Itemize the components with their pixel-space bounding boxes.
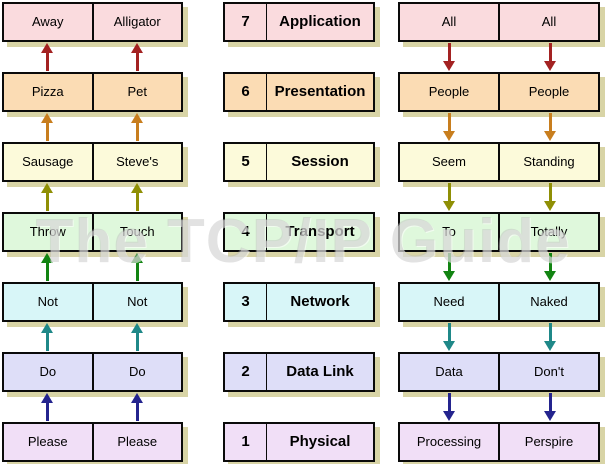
mnemonic-cell: Seem [432,154,466,169]
mnemonic-cell: Please [27,434,68,449]
mnemonic-cell: Totally [498,214,598,250]
left-mnemonic-row-6: Pizza Pet [2,72,183,112]
left-mnemonic-row-1: Please Please [2,422,183,462]
mnemonic-cell: Need [433,294,465,309]
down-arrow-icon [544,323,556,351]
down-arrow-icon [443,113,455,141]
up-arrow-icon [41,253,53,281]
mnemonic-cell: Standing [498,144,598,180]
layer-number: 2 [241,363,250,380]
down-arrow-icon [544,43,556,71]
left-mnemonic-row-7: Away Alligator [2,2,183,42]
mnemonic-cell: Data [435,364,463,379]
mnemonic-cell: Pet [91,74,182,110]
mnemonic-cell: Pizza [31,84,64,99]
down-arrow-icon [544,183,556,211]
mnemonic-cell: To [442,224,456,239]
mnemonic-cell: Do [91,354,182,390]
down-arrow-icon [544,393,556,421]
right-mnemonic-row-2: Data Don't [398,352,600,392]
mnemonic-cell: People [428,84,470,99]
mnemonic-cell: Away [31,14,64,29]
left-mnemonic-row-3: Not Not [2,282,183,322]
up-arrow-icon [131,183,143,211]
mnemonic-cell: Throw [29,224,66,239]
mnemonic-cell: Not [37,294,58,309]
up-arrow-icon [131,253,143,281]
mnemonic-cell: All [498,4,598,40]
right-mnemonic-row-5: Seem Standing [398,142,600,182]
down-arrow-icon [443,393,455,421]
up-arrow-icon [41,43,53,71]
mnemonic-cell: Steve's [91,144,182,180]
osi-layer-box-4: 4 Transport [223,212,375,252]
osi-layer-box-5: 5 Session [223,142,375,182]
up-arrow-icon [131,393,143,421]
layer-number: 7 [241,13,250,30]
layer-name: Data Link [266,354,373,390]
up-arrow-icon [41,113,53,141]
osi-layer-box-6: 6 Presentation [223,72,375,112]
up-arrow-icon [41,393,53,421]
layer-number: 4 [241,223,250,240]
left-mnemonic-row-2: Do Do [2,352,183,392]
right-mnemonic-row-1: Processing Perspire [398,422,600,462]
up-arrow-icon [131,113,143,141]
down-arrow-icon [544,253,556,281]
up-arrow-icon [41,323,53,351]
layer-number: 3 [241,293,250,310]
osi-layer-box-2: 2 Data Link [223,352,375,392]
mnemonic-cell: People [498,74,598,110]
down-arrow-icon [443,183,455,211]
down-arrow-icon [443,253,455,281]
layer-name: Session [266,144,373,180]
layer-name: Transport [266,214,373,250]
layer-number: 6 [241,83,250,100]
mnemonic-cell: Not [91,284,182,320]
left-mnemonic-row-4: Throw Touch [2,212,183,252]
right-mnemonic-row-7: All All [398,2,600,42]
mnemonic-cell: Alligator [91,4,182,40]
mnemonic-cell: Naked [498,284,598,320]
layer-name: Physical [266,424,373,460]
mnemonic-cell: Processing [416,434,482,449]
right-mnemonic-row-4: To Totally [398,212,600,252]
down-arrow-icon [443,323,455,351]
osi-layer-box-1: 1 Physical [223,422,375,462]
left-mnemonic-row-5: Sausage Steve's [2,142,183,182]
mnemonic-cell: Please [91,424,182,460]
mnemonic-cell: Perspire [498,424,598,460]
mnemonic-cell: Sausage [22,154,74,169]
layer-number: 5 [241,153,250,170]
layer-name: Presentation [266,74,373,110]
right-mnemonic-row-6: People People [398,72,600,112]
up-arrow-icon [41,183,53,211]
layer-number: 1 [241,433,250,450]
layer-name: Network [266,284,373,320]
layer-name: Application [266,4,373,40]
osi-layer-box-7: 7 Application [223,2,375,42]
down-arrow-icon [443,43,455,71]
mnemonic-cell: Don't [498,354,598,390]
osi-layer-box-3: 3 Network [223,282,375,322]
up-arrow-icon [131,323,143,351]
down-arrow-icon [544,113,556,141]
right-mnemonic-row-3: Need Naked [398,282,600,322]
mnemonic-cell: All [441,14,457,29]
mnemonic-cell: Touch [91,214,182,250]
up-arrow-icon [131,43,143,71]
mnemonic-cell: Do [39,364,57,379]
